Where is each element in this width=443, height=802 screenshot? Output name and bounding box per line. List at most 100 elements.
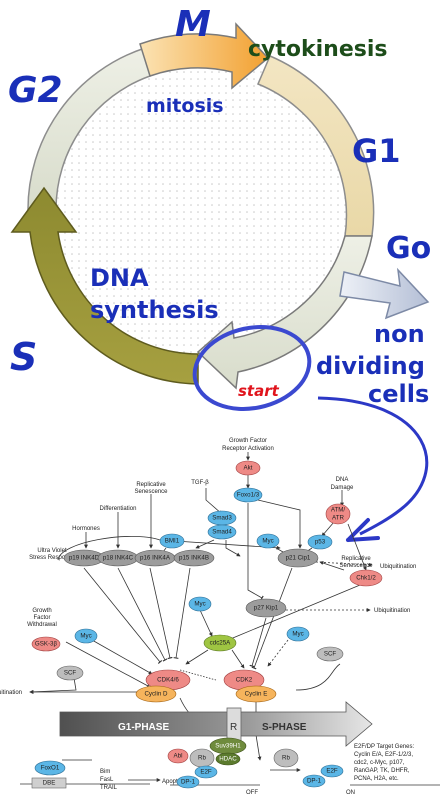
- replicative-line2: Senescence: [134, 489, 168, 495]
- gf-withdrawal-line3: Withdrawal: [27, 622, 57, 628]
- growth-factor-line2: Receptor Activation: [222, 446, 274, 452]
- cdc25a-label: cdc25A: [210, 640, 232, 647]
- go-exit-arrow: [339, 267, 430, 320]
- node-myc-1: Myc: [256, 533, 280, 549]
- node-rb-free: Rb: [273, 748, 299, 768]
- foxo13-label: Foxo1/3: [237, 492, 260, 499]
- node-p19: p19 INK4D: [63, 549, 105, 567]
- off-label: OFF: [246, 790, 258, 796]
- rb-free-label: Rb: [282, 755, 290, 762]
- synthesis-label: synthesis: [90, 296, 219, 324]
- node-cyclin-e: Cyclin E: [235, 685, 277, 703]
- node-smad3: Smad3: [207, 510, 237, 526]
- uv-line1: Ultra Violet: [37, 548, 67, 554]
- node-cyclin-d: Cyclin D: [135, 685, 177, 703]
- node-cdc25a: cdc25A: [203, 634, 237, 652]
- scf-left-label: SCF: [64, 670, 77, 677]
- node-atm: ATM/ ATR: [325, 503, 351, 525]
- node-myc-4: Myc: [286, 626, 310, 642]
- edge-p15-cdk: [173, 567, 191, 659]
- cell-cycle-wheel: M cytokinesis mitosis G2 G1 Go non divid…: [8, 4, 431, 542]
- targets-line4: PCNA, H2A, etc.: [354, 776, 399, 782]
- myc2-label: Myc: [194, 601, 205, 608]
- edge-smad-p15: [195, 539, 215, 549]
- edge-scf-ubiq: [29, 677, 77, 694]
- on-label: ON: [346, 790, 355, 796]
- restriction-point-label: R: [230, 722, 237, 733]
- bim-label: Bim: [100, 769, 110, 775]
- dividing-label: dividing: [316, 352, 425, 380]
- edge-gsk-cyclind: [65, 641, 150, 689]
- growth-factor-line1: Growth Factor: [229, 438, 267, 444]
- differentiation-label: Differentiation: [100, 506, 137, 512]
- p27-label: p27 Kip1: [254, 605, 279, 612]
- node-myc-3: Myc: [74, 628, 98, 644]
- dna-damage-line2: Damage: [331, 485, 354, 491]
- trail-label: TRAIL: [100, 785, 118, 791]
- tgf-label: TGF-β: [191, 480, 209, 486]
- targets-title: E2F/DP Target Genes:: [354, 744, 414, 750]
- node-scf-left: SCF: [56, 665, 84, 681]
- myc3-label: Myc: [80, 633, 91, 640]
- edge-tgf-smad: [205, 488, 223, 515]
- bmi1-label: BMI1: [165, 538, 180, 545]
- node-bmi1: BMI1: [159, 533, 185, 549]
- gf-withdrawal-line1: Growth: [32, 608, 51, 614]
- edge-rep2-p21: [319, 561, 345, 571]
- p53-label: p53: [315, 539, 326, 546]
- hdac-label: HDAC: [219, 756, 237, 763]
- s-phase-arrow: [10, 186, 199, 385]
- node-dbe: DBE: [31, 777, 67, 789]
- edge-atm-p53: [321, 521, 335, 537]
- node-suv39h1: Suv39H1: [209, 737, 247, 755]
- foxo1-label: FoxO1: [41, 765, 60, 772]
- node-p15: p15 INK4B: [173, 549, 215, 567]
- fasl-label: FasL: [100, 777, 114, 783]
- edge-cycline-ubiq: [295, 663, 341, 691]
- cdk46-label: CDK4/6: [157, 677, 179, 684]
- e2f-right-label: E2F: [326, 768, 338, 775]
- node-hdac: HDAC: [215, 752, 241, 766]
- edge-myc3-cdk: [91, 639, 153, 675]
- node-myc-2: Myc: [188, 596, 212, 612]
- pathway-annotations: Growth Factor Receptor Activation DNA Da…: [0, 438, 416, 796]
- pathway-edges: [20, 452, 440, 786]
- edge-chk-cdc25: [226, 584, 361, 643]
- edge-myc4-cdk2: [267, 639, 289, 667]
- node-p53: p53: [307, 534, 333, 550]
- node-rb-bound: Rb: [189, 748, 215, 768]
- rb-bound-label: Rb: [198, 755, 206, 762]
- node-p18: p18 INK4C: [97, 549, 139, 567]
- pathway-diagram: G1-PHASE R S-PHASE Growth Factor Recepto…: [0, 438, 440, 796]
- start-highlight-oval: [192, 325, 312, 411]
- edge-p16-cdk: [149, 567, 173, 660]
- replicative-line1: Replicative: [136, 482, 166, 488]
- g1-label: G1: [352, 132, 401, 170]
- node-scf-right: SCF: [316, 646, 344, 662]
- gsk-label: GSK-3β: [35, 641, 58, 648]
- cyclin-e-label: Cyclin E: [245, 691, 268, 698]
- e2f-left-label: E2F: [200, 769, 212, 776]
- replicative2-line1: Replicative: [341, 556, 371, 562]
- cdk2-label: CDK2: [236, 677, 253, 684]
- start-connector-arrow: [317, 396, 429, 536]
- apoptosis-label: Apoptosis: [162, 779, 188, 785]
- edge-atm-chk: [347, 523, 367, 571]
- node-gsk3b: GSK-3β: [31, 636, 61, 652]
- cytokinesis-label: cytokinesis: [248, 37, 388, 62]
- node-foxo1: FoxO1: [34, 760, 66, 776]
- akt-label: Akt: [244, 465, 253, 472]
- node-foxo13: Foxo1/3: [233, 487, 263, 503]
- dbe-label: DBE: [43, 780, 56, 787]
- dna-damage-line1: DNA: [336, 477, 349, 483]
- g1-phase-label: G1-PHASE: [118, 722, 169, 733]
- node-e2f-right: E2F: [320, 764, 344, 778]
- gf-withdrawal-line2: Factor: [33, 615, 50, 621]
- node-p21: p21 Cip1: [277, 548, 319, 568]
- dp1-left-label: DP-1: [181, 779, 196, 786]
- dna-label: DNA: [90, 264, 149, 292]
- smad4-label: Smad4: [212, 529, 232, 536]
- node-akt: Akt: [235, 460, 261, 476]
- myc1-label: Myc: [262, 538, 273, 545]
